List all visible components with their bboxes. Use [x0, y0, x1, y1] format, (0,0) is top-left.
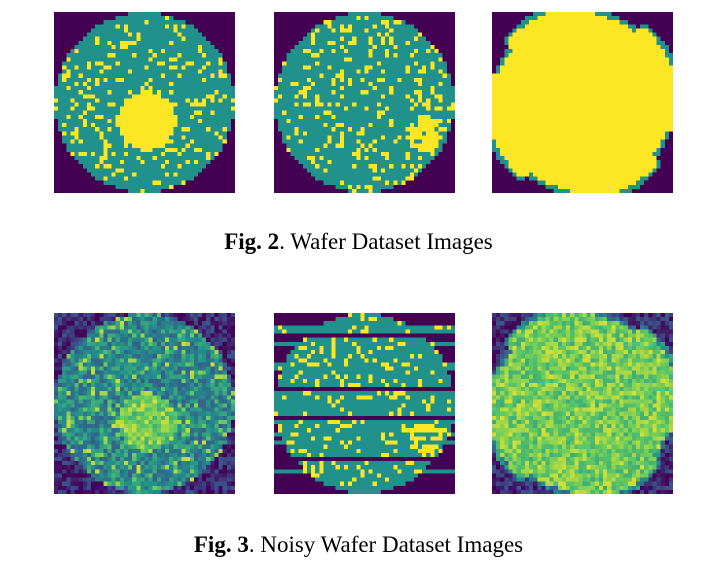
wafer-image-center-defect	[54, 12, 235, 193]
figure-2-label: Fig. 2	[224, 229, 280, 254]
figure-3-image-row	[0, 313, 717, 494]
figure-3-label-sep: .	[248, 532, 255, 557]
noisy-wafer-image-local-defect	[274, 313, 455, 494]
figure-3-caption: Fig. 3. Noisy Wafer Dataset Images	[0, 532, 717, 558]
wafer-image-local-defect	[274, 12, 455, 193]
wafer-image-near-full-defect	[492, 12, 673, 193]
figure-2-caption: Fig. 2. Wafer Dataset Images	[0, 229, 717, 255]
figure-3-label: Fig. 3	[193, 532, 249, 557]
figure-2-label-sep: .	[279, 229, 285, 254]
figure-3-caption-text: Noisy Wafer Dataset Images	[254, 532, 524, 557]
figure-2-image-row	[0, 12, 717, 193]
figure-2-caption-text: Wafer Dataset Images	[284, 229, 493, 254]
noisy-wafer-image-near-full-defect	[492, 313, 673, 494]
noisy-wafer-image-center-defect	[54, 313, 235, 494]
